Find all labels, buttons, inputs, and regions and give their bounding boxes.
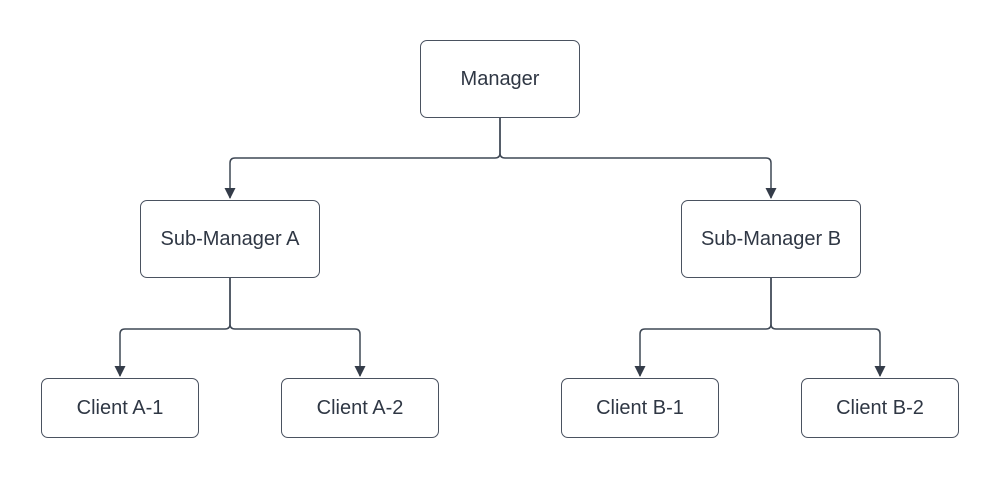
node-client-a1: Client A-1 (41, 378, 199, 438)
node-sub-manager-a-label: Sub-Manager A (160, 228, 300, 250)
connector-sub-a-to-client-a2 (229, 278, 366, 377)
node-client-b1: Client B-1 (561, 378, 719, 438)
connector-sub-a-to-client-a1 (114, 278, 231, 377)
node-sub-manager-a: Sub-Manager A (140, 200, 320, 278)
node-sub-manager-b-label: Sub-Manager B (700, 228, 842, 250)
node-manager: Manager (420, 40, 580, 118)
node-client-a2-label: Client A-2 (316, 397, 404, 419)
connector-manager-to-sub-a (224, 118, 501, 199)
node-client-b2: Client B-2 (801, 378, 959, 438)
node-client-b1-label: Client B-1 (596, 397, 684, 419)
connector-manager-to-sub-b (499, 118, 777, 199)
node-manager-label: Manager (460, 68, 540, 90)
node-client-b2-label: Client B-2 (836, 397, 924, 419)
connector-sub-b-to-client-b2 (770, 278, 886, 377)
node-client-a2: Client A-2 (281, 378, 439, 438)
connector-sub-b-to-client-b1 (634, 278, 772, 377)
node-sub-manager-b: Sub-Manager B (681, 200, 861, 278)
node-client-a1-label: Client A-1 (76, 397, 164, 419)
